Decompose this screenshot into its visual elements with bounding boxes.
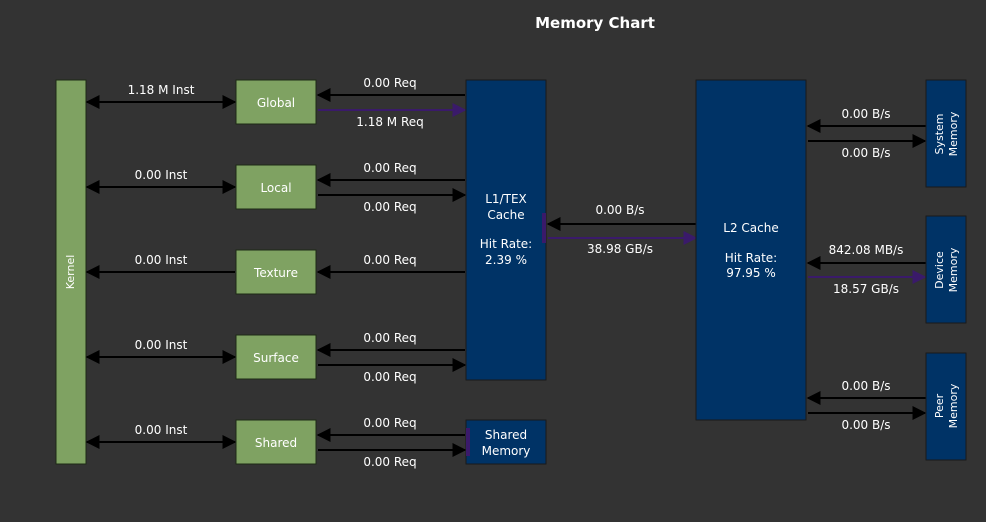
shared-memory-block[interactable]: Shared Memory [465,419,547,465]
shared-label: Shared [255,436,297,450]
local-req-top: 0.00 Req [363,161,416,175]
local-req-bottom: 0.00 Req [363,200,416,214]
texture-req-top: 0.00 Req [363,253,416,267]
l1-l2-link: 0.00 B/s 38.98 GB/s [546,203,698,256]
local-block[interactable] [235,164,317,210]
global-block[interactable] [235,79,317,125]
system-bottom: 0.00 B/s [841,146,890,160]
row-global: 1.18 M Inst Global 0.00 Req 1.18 M Req [85,76,467,129]
l2-hit-label: Hit Rate: [725,251,777,265]
row-shared: 0.00 Inst Shared 0.00 Req 0.00 Req [85,416,467,469]
device-memory-block[interactable]: Device Memory [925,215,967,324]
peer-label-1: Peer [933,393,946,418]
row-local: 0.00 Inst Local 0.00 Req 0.00 Req [85,161,467,214]
device-bottom: 18.57 GB/s [833,282,899,296]
system-label-1: System [933,113,946,154]
row-surface: 0.00 Inst Surface 0.00 Req 0.00 Req [85,331,467,384]
l1-cache-block[interactable]: L1/TEX Cache Hit Rate: 2.39 % [465,79,547,381]
peer-memory-row: 0.00 B/s 0.00 B/s Peer Memory [806,352,967,461]
kernel-block[interactable]: Kernel [55,79,87,465]
device-memory-row: 842.08 MB/s 18.57 GB/s Device Memory [806,215,967,324]
surface-label: Surface [253,351,299,365]
peer-memory-block[interactable]: Peer Memory [925,352,967,461]
surface-req-top: 0.00 Req [363,331,416,345]
peer-label-2: Memory [947,383,960,428]
shared-req-bottom: 0.00 Req [363,455,416,469]
global-label: Global [257,96,295,110]
peer-top: 0.00 B/s [841,379,890,393]
surface-inst: 0.00 Inst [135,338,188,352]
shared-memory-label-1: Shared [485,428,527,442]
device-top: 842.08 MB/s [829,243,904,257]
device-label-2: Memory [947,247,960,292]
row-texture: 0.00 Inst Texture 0.00 Req [85,249,465,295]
shared-req-top: 0.00 Req [363,416,416,430]
l1-port-highlight [542,213,546,243]
l1-l2-bottom: 38.98 GB/s [587,242,653,256]
global-req-top: 0.00 Req [363,76,416,90]
l1-label-1: L1/TEX [485,192,527,206]
device-label-1: Device [933,251,946,289]
system-top: 0.00 B/s [841,107,890,121]
shared-inst: 0.00 Inst [135,423,188,437]
local-inst: 0.00 Inst [135,168,188,182]
l1-hit-label: Hit Rate: [480,237,532,251]
global-req-bottom: 1.18 M Req [356,115,424,129]
shared-memory-label-2: Memory [482,444,531,458]
kernel-label: Kernel [64,255,77,290]
system-memory-block[interactable]: System Memory [925,79,967,188]
l2-label: L2 Cache [723,221,778,235]
shared-memory-port-highlight [466,428,470,456]
l1-label-2: Cache [487,208,524,222]
l2-cache-block[interactable]: L2 Cache Hit Rate: 97.95 % [695,79,807,421]
texture-label: Texture [253,266,298,280]
l2-hit-value: 97.95 % [726,266,776,280]
surface-req-bottom: 0.00 Req [363,370,416,384]
global-inst: 1.18 M Inst [128,83,195,97]
system-memory-row: 0.00 B/s 0.00 B/s System Memory [806,79,967,188]
l1-l2-top: 0.00 B/s [595,203,644,217]
l1-hit-value: 2.39 % [485,253,527,267]
local-label: Local [260,181,291,195]
peer-bottom: 0.00 B/s [841,418,890,432]
chart-title: Memory Chart [535,14,655,32]
system-label-2: Memory [947,111,960,156]
texture-block[interactable] [235,249,317,295]
surface-block[interactable] [235,334,317,380]
texture-inst: 0.00 Inst [135,253,188,267]
shared-block[interactable] [235,419,317,465]
